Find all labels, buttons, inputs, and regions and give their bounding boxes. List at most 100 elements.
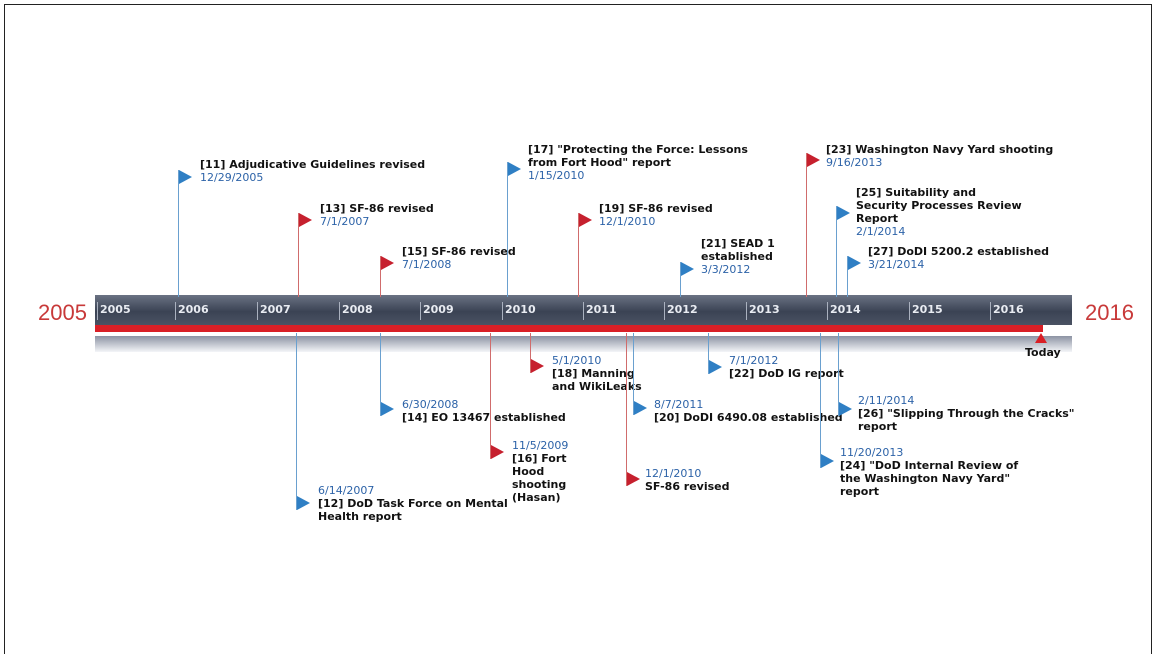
- event-date: 7/1/2008: [402, 258, 452, 271]
- event-pole: [847, 256, 848, 297]
- event-title: [27] DoDI 5200.2 established: [868, 245, 1050, 258]
- event-date: 7/1/2012: [729, 354, 779, 367]
- axis-year-label: 2013: [749, 303, 780, 316]
- event-pole: [298, 213, 299, 297]
- red-flag-icon: [381, 256, 394, 270]
- axis-year-label: 2007: [260, 303, 291, 316]
- event-pole: [507, 162, 508, 297]
- axis-year-label: 2014: [830, 303, 861, 316]
- event-pole: [578, 213, 579, 297]
- event-label: [17] "Protecting the Force: Lessons from…: [528, 143, 778, 182]
- event-date: 12/1/2010: [599, 215, 656, 228]
- blue-flag-icon: [297, 496, 310, 510]
- event-date: 3/3/2012: [701, 263, 751, 276]
- event-pole: [626, 333, 627, 486]
- event-title: [25] Suitability and Security Processes …: [856, 186, 1022, 225]
- event-title: [22] DoD IG report: [729, 367, 844, 380]
- event-pole: [680, 262, 681, 297]
- event-title: [19] SF-86 revised: [599, 202, 713, 215]
- axis-tick: [339, 302, 340, 320]
- event-pole: [296, 333, 297, 510]
- blue-flag-icon: [848, 256, 861, 270]
- axis-tick: [664, 302, 665, 320]
- red-flag-icon: [531, 359, 544, 373]
- event-label: 5/1/2010[18] Manning and WikiLeaks: [552, 354, 652, 393]
- timeline-progress-line: [95, 325, 1043, 332]
- event-label: 6/14/2007[12] DoD Task Force on Mental H…: [318, 484, 508, 523]
- event-pole: [820, 333, 821, 468]
- event-pole: [490, 333, 491, 459]
- event-pole: [380, 256, 381, 297]
- event-date: 11/20/2013: [840, 446, 904, 459]
- today-label: Today: [1025, 346, 1061, 359]
- event-date: 5/1/2010: [552, 354, 602, 367]
- today-marker-icon: [1035, 333, 1047, 343]
- event-pole: [836, 206, 837, 297]
- event-label: 8/7/2011[20] DoDI 6490.08 established: [654, 398, 843, 424]
- red-flag-icon: [627, 472, 640, 486]
- event-date: 2/1/2014: [856, 225, 906, 238]
- axis-year-label: 2015: [912, 303, 943, 316]
- event-date: 7/1/2007: [320, 215, 370, 228]
- axis-tick: [909, 302, 910, 320]
- axis-tick: [257, 302, 258, 320]
- blue-flag-icon: [634, 401, 647, 415]
- event-title: [20] DoDI 6490.08 established: [654, 411, 843, 424]
- red-flag-icon: [491, 445, 504, 459]
- event-date: 3/21/2014: [868, 258, 925, 271]
- axis-year-label: 2010: [505, 303, 536, 316]
- axis-tick: [175, 302, 176, 320]
- event-date: 6/30/2008: [402, 398, 459, 411]
- event-date: 12/1/2010: [645, 467, 702, 480]
- axis-year-label: 2009: [423, 303, 454, 316]
- axis-year-label: 2011: [586, 303, 617, 316]
- axis-year-label: 2005: [100, 303, 131, 316]
- axis-year-label: 2008: [342, 303, 373, 316]
- event-pole: [380, 333, 381, 416]
- blue-flag-icon: [381, 402, 394, 416]
- event-date: 6/14/2007: [318, 484, 375, 497]
- event-title: [12] DoD Task Force on Mental Health rep…: [318, 497, 508, 523]
- axis-tick: [583, 302, 584, 320]
- event-title: [26] "Slipping Through the Cracks" repor…: [858, 407, 1075, 433]
- event-date: 12/29/2005: [200, 171, 264, 184]
- event-title: [17] "Protecting the Force: Lessons from…: [528, 143, 748, 169]
- event-title: [18] Manning and WikiLeaks: [552, 367, 642, 393]
- red-flag-icon: [579, 213, 592, 227]
- red-flag-icon: [299, 213, 312, 227]
- blue-flag-icon: [681, 262, 694, 276]
- event-label: 6/30/2008[14] EO 13467 established: [402, 398, 566, 424]
- event-pole: [178, 170, 179, 297]
- event-date: 9/16/2013: [826, 156, 883, 169]
- event-title: [15] SF-86 revised: [402, 245, 516, 258]
- axis-year-label: 2016: [993, 303, 1024, 316]
- blue-flag-icon: [508, 162, 521, 176]
- event-label: 11/20/2013[24] "DoD Internal Review of t…: [840, 446, 1040, 498]
- event-pole: [708, 333, 709, 374]
- event-pole: [806, 153, 807, 297]
- event-date: 1/15/2010: [528, 169, 585, 182]
- event-label: 11/5/2009[16] Fort Hood shooting (Hasan): [512, 439, 582, 504]
- event-date: 11/5/2009: [512, 439, 569, 452]
- start-year-label: 2005: [38, 300, 87, 325]
- event-title: [16] Fort Hood shooting (Hasan): [512, 452, 567, 504]
- event-title: [11] Adjudicative Guidelines revised: [200, 158, 426, 171]
- axis-year-label: 2006: [178, 303, 209, 316]
- axis-tick: [990, 302, 991, 320]
- blue-flag-icon: [839, 402, 852, 416]
- event-title: SF-86 revised: [645, 480, 730, 493]
- axis-tick: [97, 302, 98, 320]
- event-title: [23] Washington Navy Yard shooting: [826, 143, 1054, 156]
- red-flag-icon: [807, 153, 820, 167]
- event-title: [21] SEAD 1 established: [701, 237, 775, 263]
- axis-tick: [420, 302, 421, 320]
- axis-tick: [746, 302, 747, 320]
- event-date: 8/7/2011: [654, 398, 704, 411]
- event-title: [24] "DoD Internal Review of the Washing…: [840, 459, 1019, 498]
